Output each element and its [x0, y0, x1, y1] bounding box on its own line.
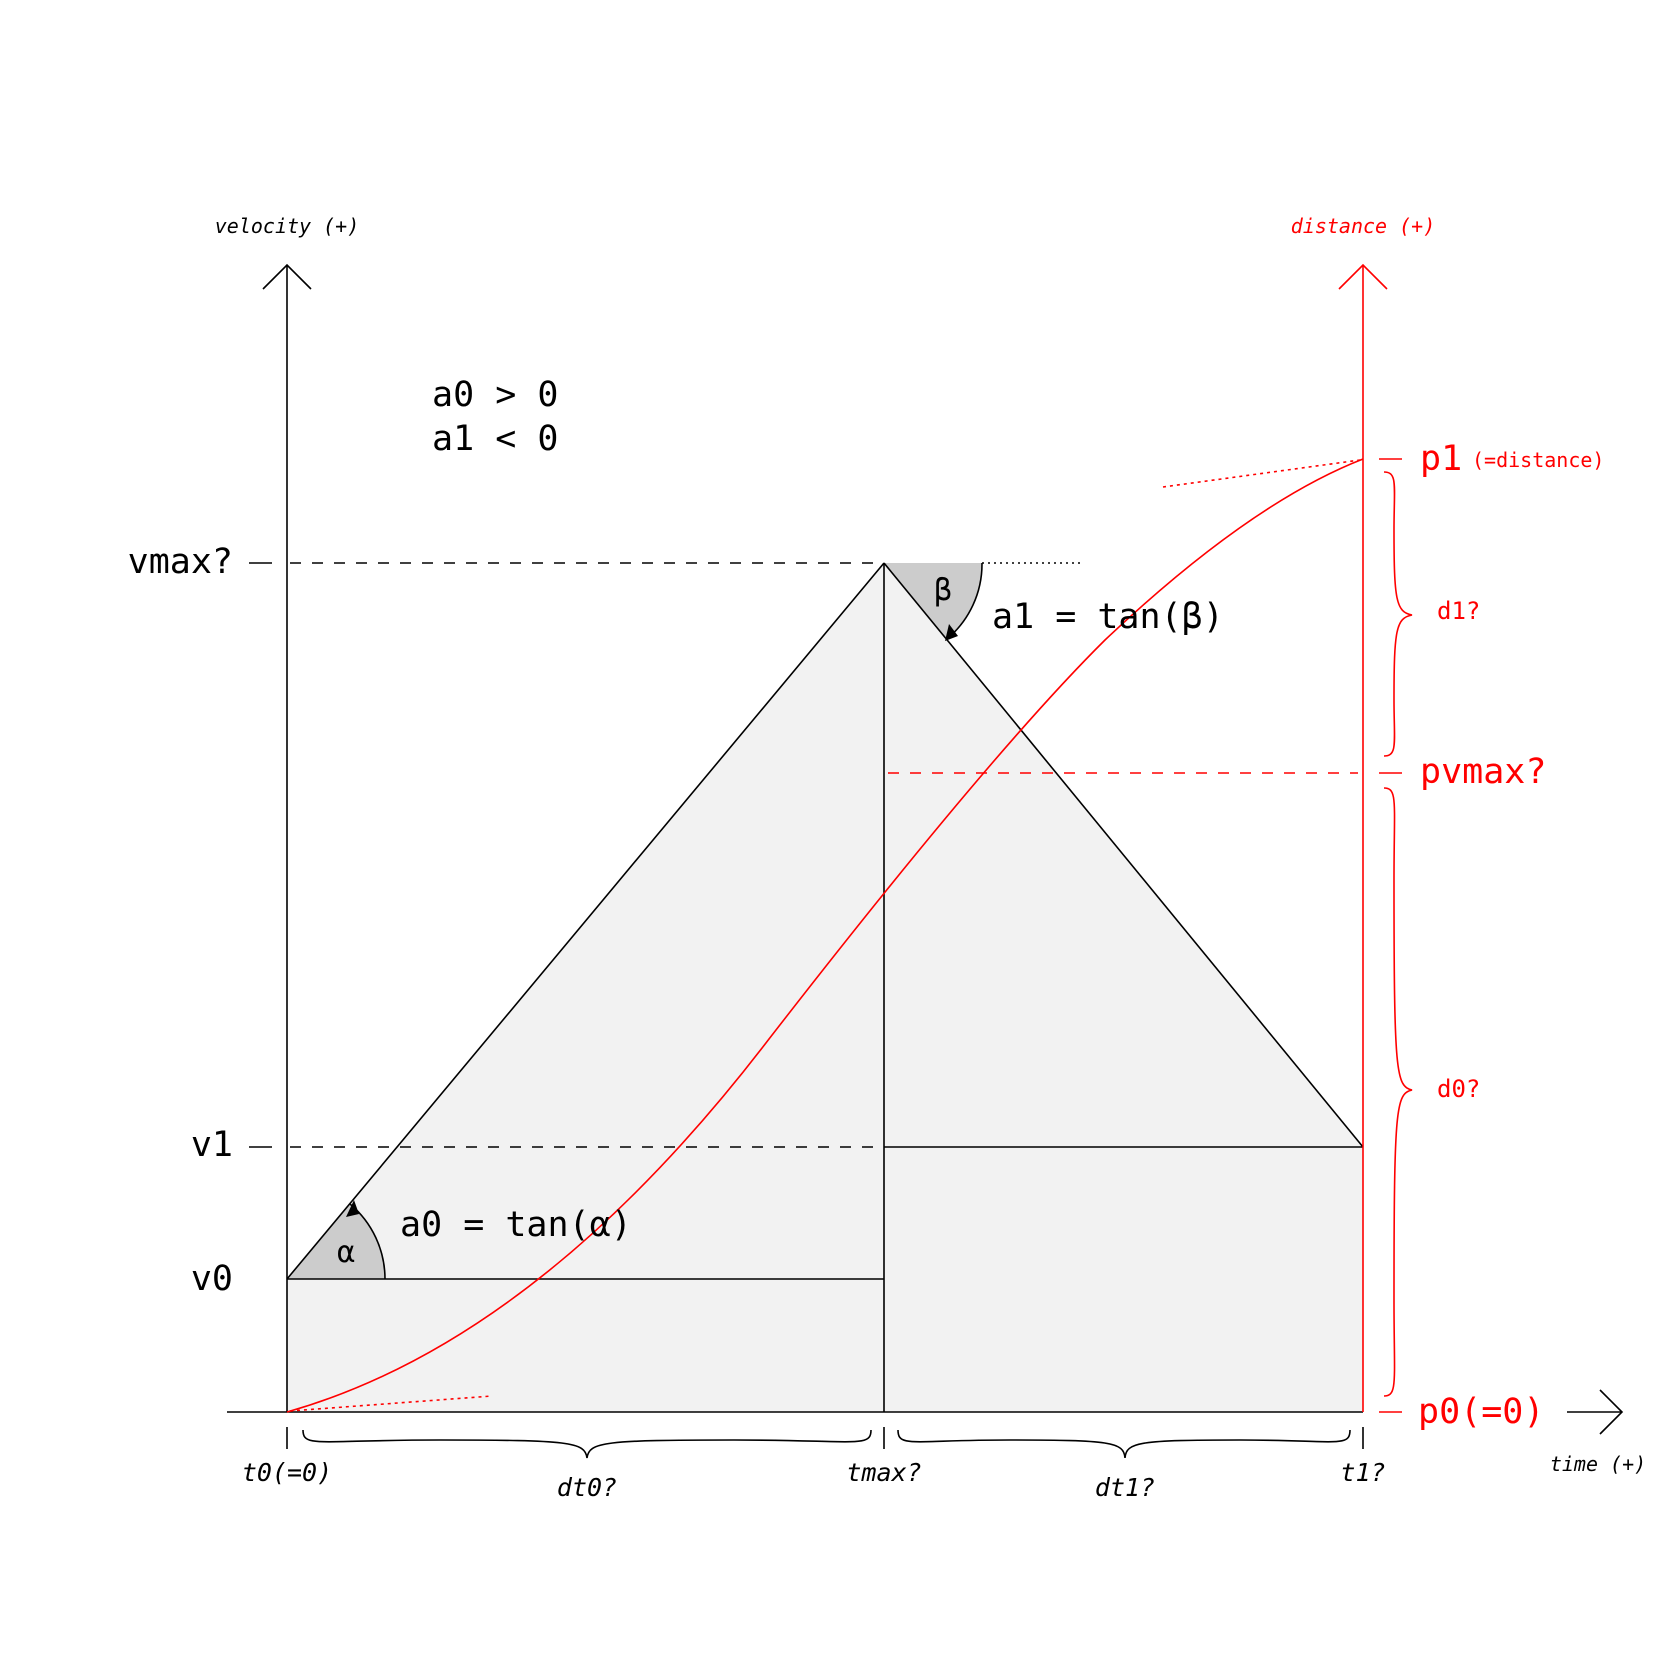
v0-label: v0 — [191, 1259, 233, 1299]
accel-region — [287, 563, 884, 1412]
vmax-label: vmax? — [128, 542, 233, 582]
accel-line — [286, 562, 885, 1280]
d0-brace — [1383, 787, 1413, 1397]
distance-axis-label: distance (+) — [1291, 214, 1436, 238]
velocity-axis-label: velocity (+) — [215, 214, 360, 238]
start-tangent — [289, 1395, 493, 1412]
distance-curve — [286, 458, 1364, 1413]
dt0-brace — [302, 1429, 872, 1459]
v1-label: v1 — [191, 1125, 233, 1165]
beta-wedge — [884, 563, 983, 639]
beta-arrowhead — [945, 624, 958, 641]
p1-label: p1 — [1420, 439, 1462, 479]
pvmax-label: pvmax? — [1420, 752, 1546, 792]
end-tangent — [1162, 459, 1361, 488]
time-axis-label: time (+) — [1550, 1452, 1646, 1476]
distance-axis-arrow — [1338, 263, 1388, 290]
a0-formula: a0 = tan(α) — [400, 1205, 632, 1245]
d1-brace — [1383, 471, 1413, 757]
d1-label: d1? — [1437, 597, 1480, 625]
dt1-label: dt1? — [1095, 1473, 1155, 1502]
velocity-axis-arrow — [262, 263, 312, 290]
condition-a0: a0 > 0 — [432, 375, 558, 415]
p0-label: p0(=0) — [1418, 1392, 1544, 1432]
d0-label: d0? — [1437, 1075, 1480, 1103]
dt0-label: dt0? — [557, 1473, 617, 1502]
t0-label: t0(=0) — [242, 1458, 332, 1487]
tmax-label: tmax? — [846, 1458, 921, 1487]
dt1-brace — [897, 1429, 1351, 1459]
alpha-wedge — [287, 1204, 385, 1279]
a1-formula: a1 = tan(β) — [992, 597, 1224, 637]
t1-label: t1? — [1340, 1458, 1385, 1487]
decel-region — [884, 563, 1363, 1412]
time-axis-arrow — [1599, 1389, 1624, 1435]
condition-a1: a1 < 0 — [432, 419, 558, 459]
beta-symbol: β — [934, 573, 952, 608]
alpha-symbol: α — [337, 1235, 355, 1270]
decel-line — [883, 562, 1364, 1148]
alpha-arrowhead — [346, 1200, 359, 1217]
p1-note: (=distance) — [1472, 448, 1604, 472]
